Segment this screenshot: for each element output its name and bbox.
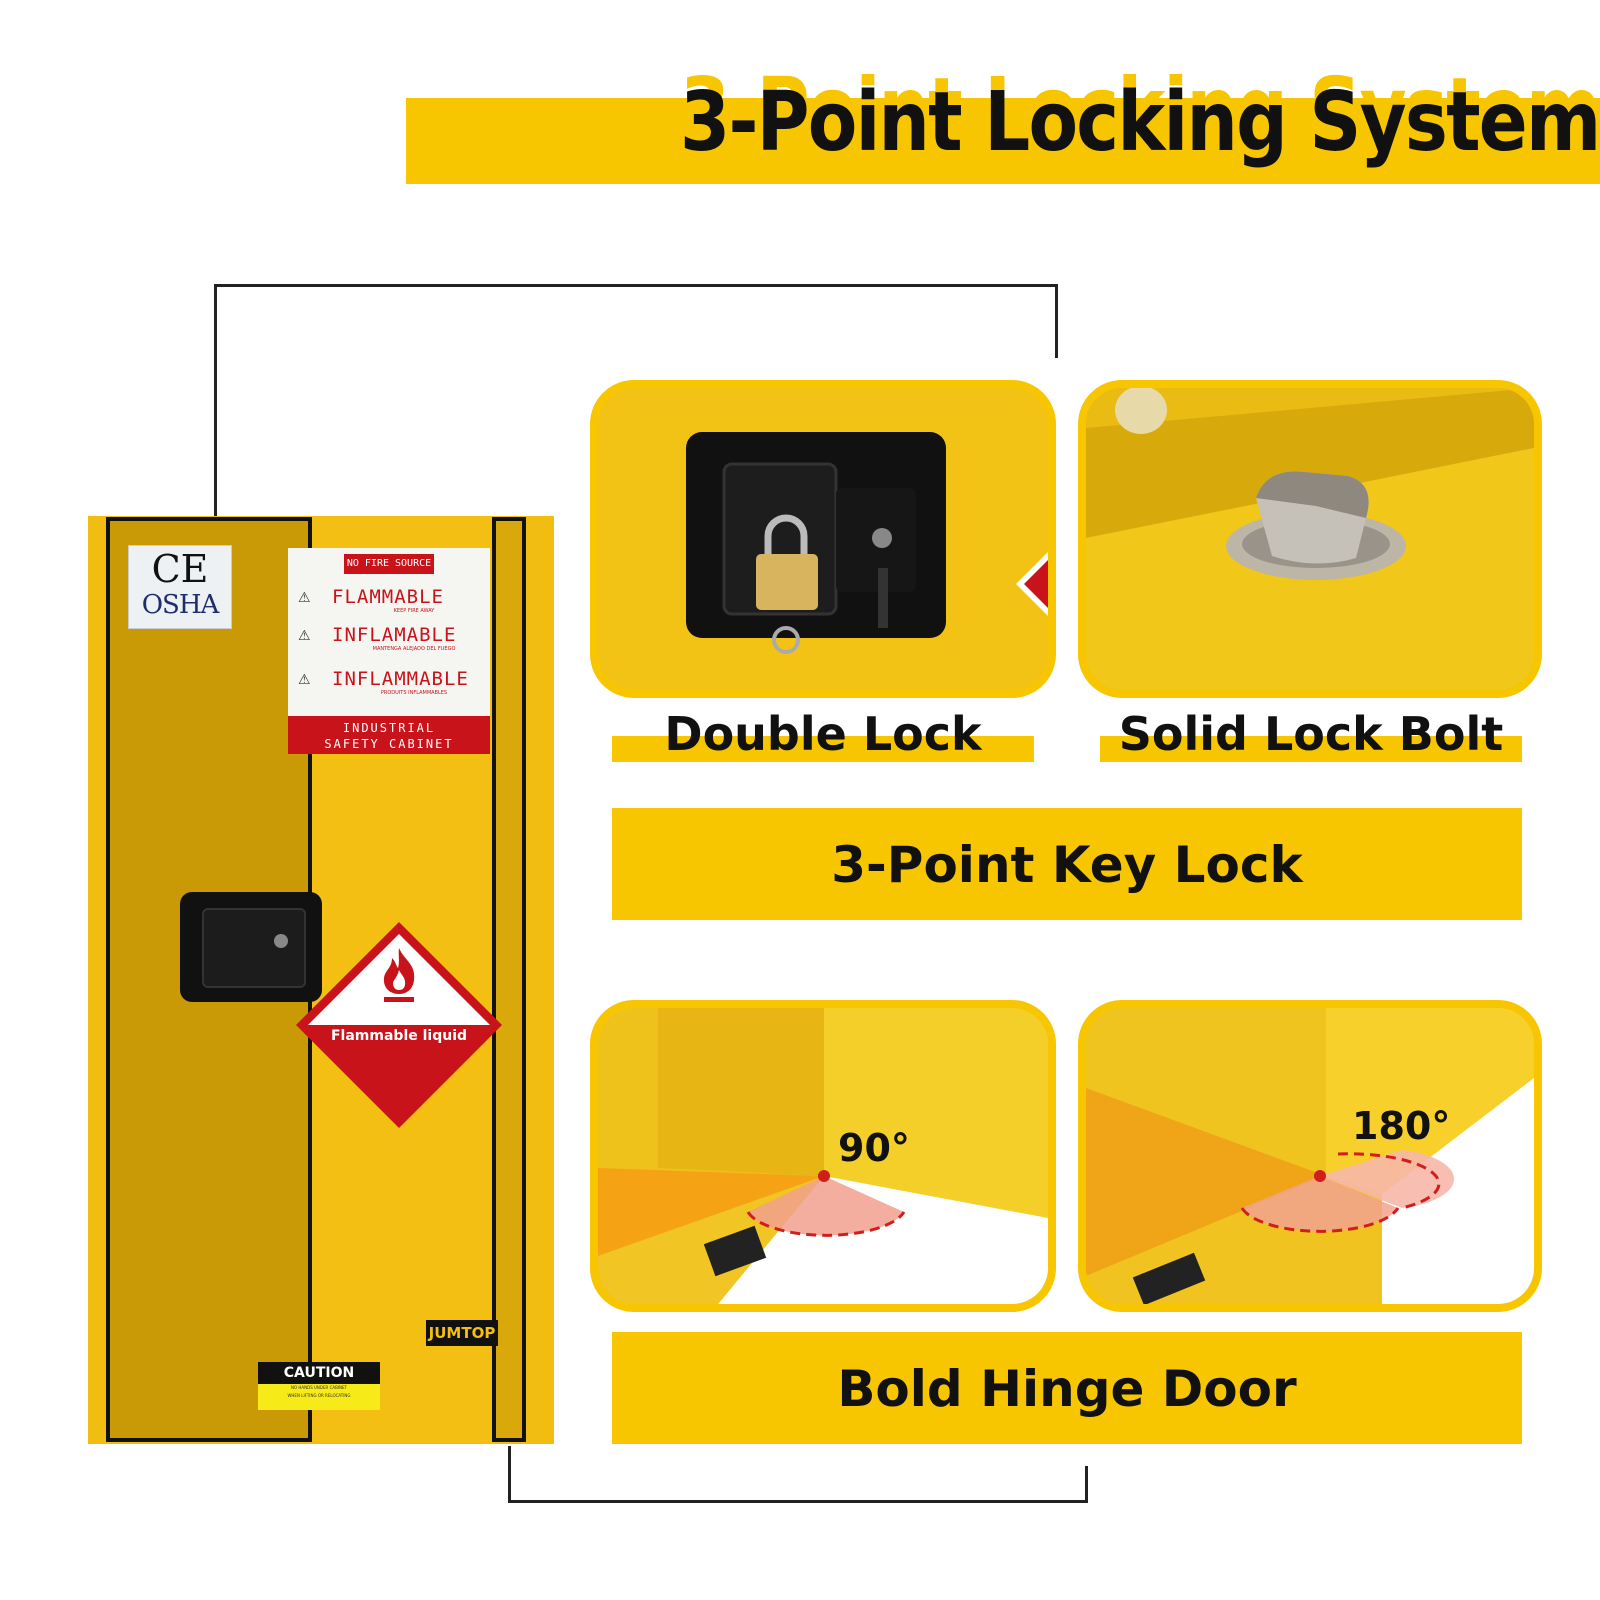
connector-top-left-vertical bbox=[214, 284, 217, 518]
double-lock-caption-bar bbox=[612, 736, 1034, 762]
caution-label: CAUTION NO HANDS UNDER CABINET WHEN LIFT… bbox=[258, 1362, 380, 1410]
solid-lock-bolt-photo bbox=[1078, 380, 1542, 698]
connector-bottom-horizontal bbox=[508, 1500, 1088, 1503]
hazard-label-bottom: INDUSTRIAL SAFETY CABINET bbox=[288, 716, 490, 754]
double-lock-illustration bbox=[598, 388, 1048, 690]
connector-top-horizontal bbox=[214, 284, 1058, 287]
brand-logo: JUMTOP bbox=[426, 1320, 498, 1346]
hazard-line-sub: MANTENGA ALEJADO DEL FUEGO bbox=[372, 646, 456, 652]
connector-bottom-right-vertical bbox=[1085, 1466, 1088, 1503]
connector-bottom-left-vertical bbox=[508, 1446, 511, 1503]
handle-paddle bbox=[202, 908, 306, 988]
keyhole-icon bbox=[274, 934, 288, 948]
hazard-label-top: NO FIRE SOURCE bbox=[344, 554, 434, 574]
hazard-line-sub: KEEP FIRE AWAY bbox=[393, 608, 435, 614]
caution-heading: CAUTION bbox=[283, 1365, 355, 1381]
hinge-door-band bbox=[612, 1332, 1522, 1444]
cabinet-lock-handle bbox=[180, 892, 322, 1002]
angle-90-label: 90° bbox=[838, 1126, 910, 1170]
ce-mark: CE bbox=[151, 547, 209, 591]
hinge-90-photo: 90° bbox=[590, 1000, 1056, 1312]
angle-180-label: 180° bbox=[1352, 1104, 1451, 1148]
hinge-180-photo: 180° bbox=[1078, 1000, 1542, 1312]
warning-triangle-icon: ⚠ bbox=[298, 590, 311, 606]
osha-mark: OSHA bbox=[141, 590, 220, 620]
hazard-line-main: INFLAMMABLE bbox=[332, 668, 469, 690]
caution-line: WHEN LIFTING OR RELOCATING bbox=[287, 1393, 351, 1398]
page-title: 3-Point Locking System bbox=[680, 75, 1600, 170]
hazard-line-sub: PRODUITS INFLAMMABLES bbox=[380, 690, 448, 696]
double-lock-caption: Double Lock bbox=[664, 707, 982, 761]
solid-lock-bolt-caption-bar bbox=[1100, 736, 1522, 762]
certification-badge: CE OSHA bbox=[128, 545, 232, 629]
key-lock-band bbox=[612, 808, 1522, 920]
connector-top-right-vertical bbox=[1055, 284, 1058, 358]
key-lock-title: 3-Point Key Lock bbox=[831, 836, 1303, 894]
cabinet-hinge-highlight bbox=[492, 517, 526, 1442]
hinge-door-title: Bold Hinge Door bbox=[837, 1360, 1297, 1418]
hazard-label-bottom-line1: INDUSTRIAL bbox=[342, 721, 436, 735]
lock-bolt-illustration bbox=[1086, 388, 1534, 690]
hazard-line-main: INFLAMABLE bbox=[332, 624, 457, 646]
hinge-90-illustration bbox=[598, 1008, 1048, 1304]
warning-triangle-icon: ⚠ bbox=[298, 628, 311, 644]
hazard-line-main: FLAMMABLE bbox=[332, 586, 444, 608]
solid-lock-bolt-caption: Solid Lock Bolt bbox=[1118, 707, 1504, 761]
caution-strip: NO HANDS UNDER CABINET WHEN LIFTING OR R… bbox=[258, 1384, 380, 1410]
title-banner bbox=[406, 98, 1600, 184]
flame-icon bbox=[383, 948, 415, 1002]
double-lock-photo bbox=[590, 380, 1056, 698]
warning-triangle-icon: ⚠ bbox=[298, 672, 311, 688]
hazard-label-bottom-line2: SAFETY CABINET bbox=[324, 737, 454, 751]
flammable-liquid-label: Flammable liquid bbox=[330, 1028, 468, 1044]
hazard-label: NO FIRE SOURCE ⚠ FLAMMABLE KEEP FIRE AWA… bbox=[288, 548, 490, 754]
hinge-180-illustration bbox=[1086, 1008, 1534, 1304]
flammable-diamond: Flammable liquid bbox=[294, 920, 504, 1130]
caution-line: NO HANDS UNDER CABINET bbox=[290, 1385, 348, 1390]
